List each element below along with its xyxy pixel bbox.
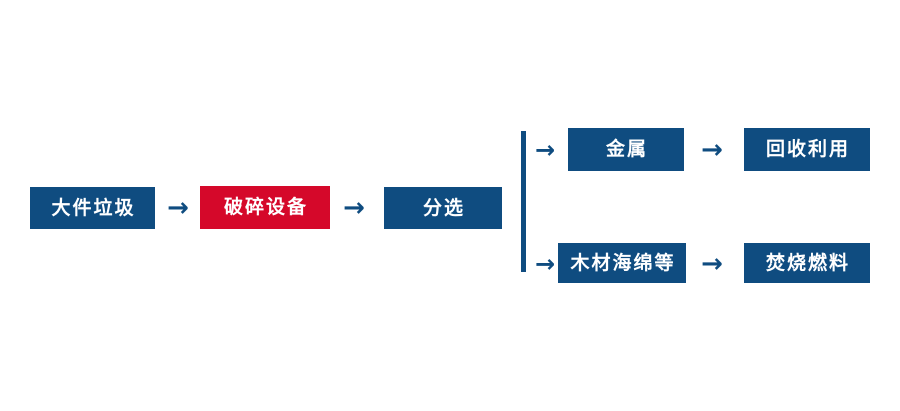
node-incineration-fuel: 焚烧燃料 [744, 243, 870, 283]
node-recycling-reuse: 回收利用 [744, 128, 870, 171]
node-crushing-equipment: 破碎设备 [200, 186, 330, 229]
branch-trunk-line [521, 131, 526, 272]
arrow-right-icon: → [167, 193, 189, 223]
arrow-right-icon: → [534, 136, 556, 164]
node-sorting: 分选 [384, 187, 502, 229]
arrow-right-icon: → [701, 135, 723, 165]
node-metal: 金属 [568, 128, 684, 171]
node-bulky-waste: 大件垃圾 [30, 187, 155, 229]
arrow-right-icon: → [343, 193, 365, 223]
arrow-right-icon: → [701, 249, 723, 279]
arrow-right-icon: → [534, 250, 556, 278]
node-wood-sponge-etc: 木材海绵等 [558, 243, 686, 283]
